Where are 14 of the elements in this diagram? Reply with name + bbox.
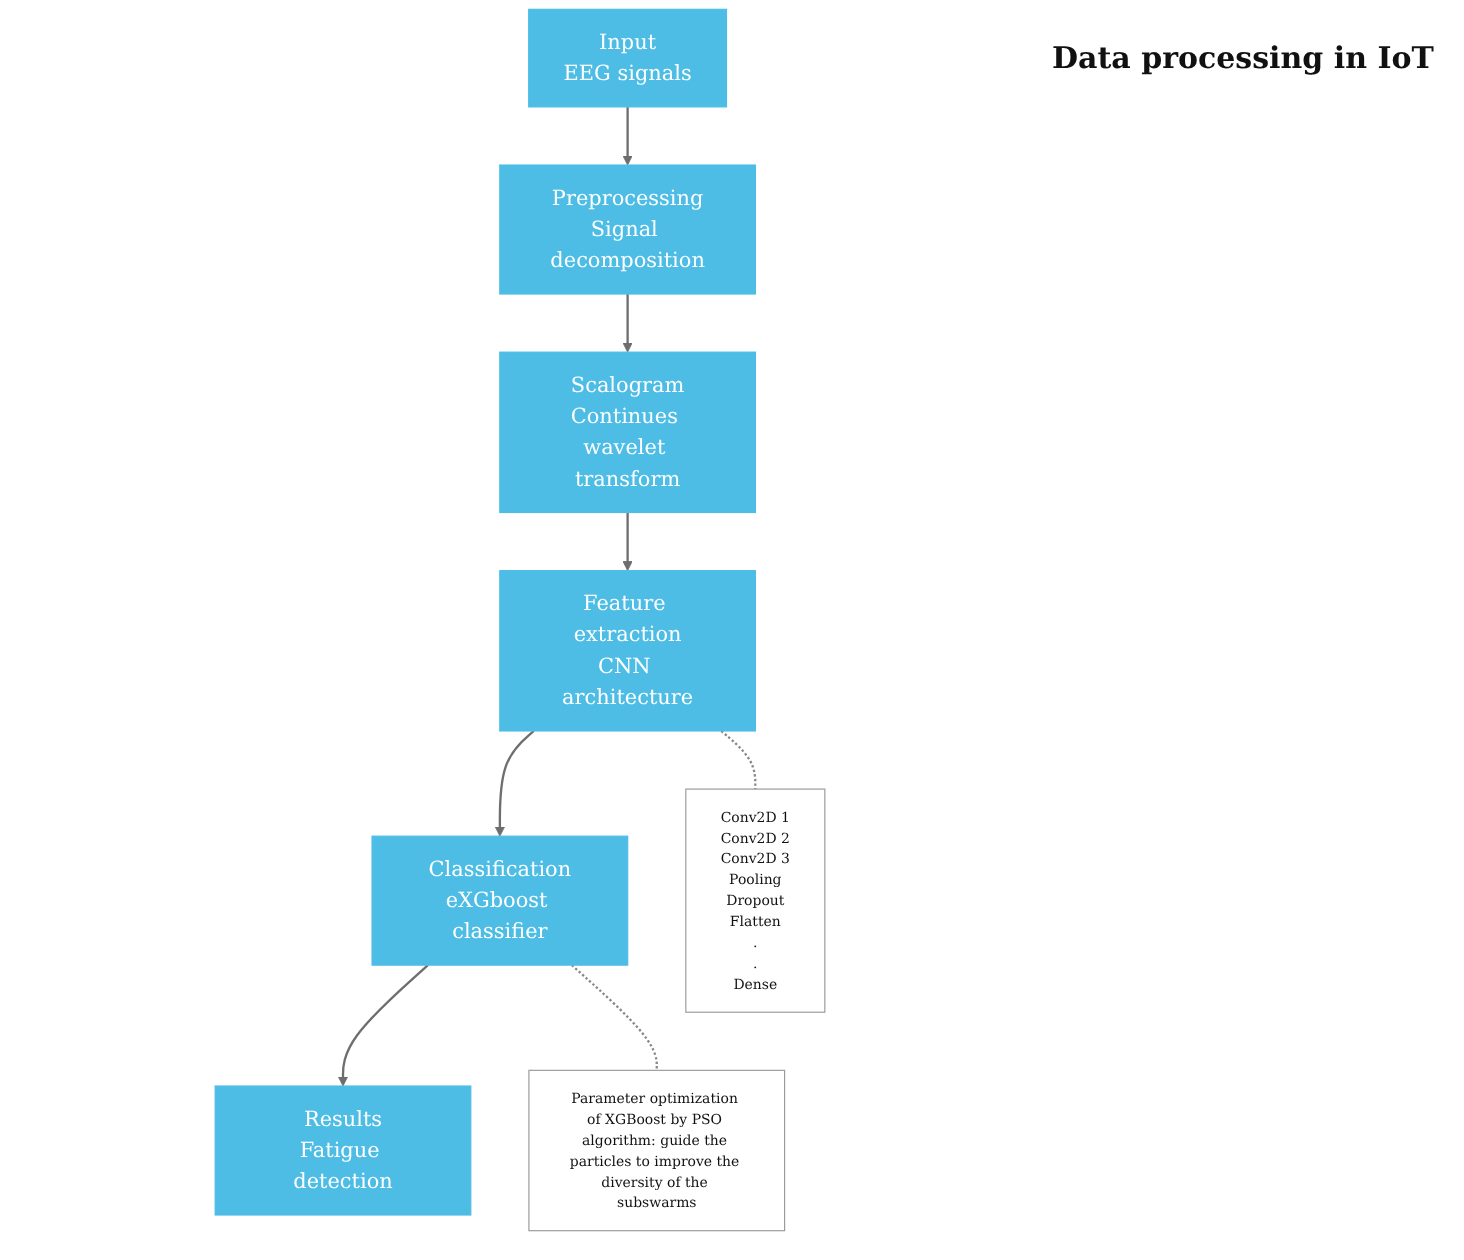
node-box: Feature extraction CNN architecture — [499, 570, 757, 732]
node-box: Preprocessing Signal decomposition — [499, 164, 757, 295]
node-box: Scalogram Continues wavelet transform — [499, 351, 757, 514]
node-box: Classification eXGboost classifier — [371, 835, 629, 966]
arrow — [622, 512, 633, 572]
arrow — [622, 106, 633, 166]
arrow — [494, 730, 535, 837]
connector — [720, 730, 757, 790]
note-label: Data processing in IoT — [1052, 40, 1436, 76]
connector — [571, 964, 658, 1071]
node-box: Results Fatigue detection — [214, 1085, 472, 1216]
arrow — [622, 294, 633, 353]
node-box: Input EEG signals — [528, 8, 728, 108]
arrow — [337, 964, 429, 1087]
